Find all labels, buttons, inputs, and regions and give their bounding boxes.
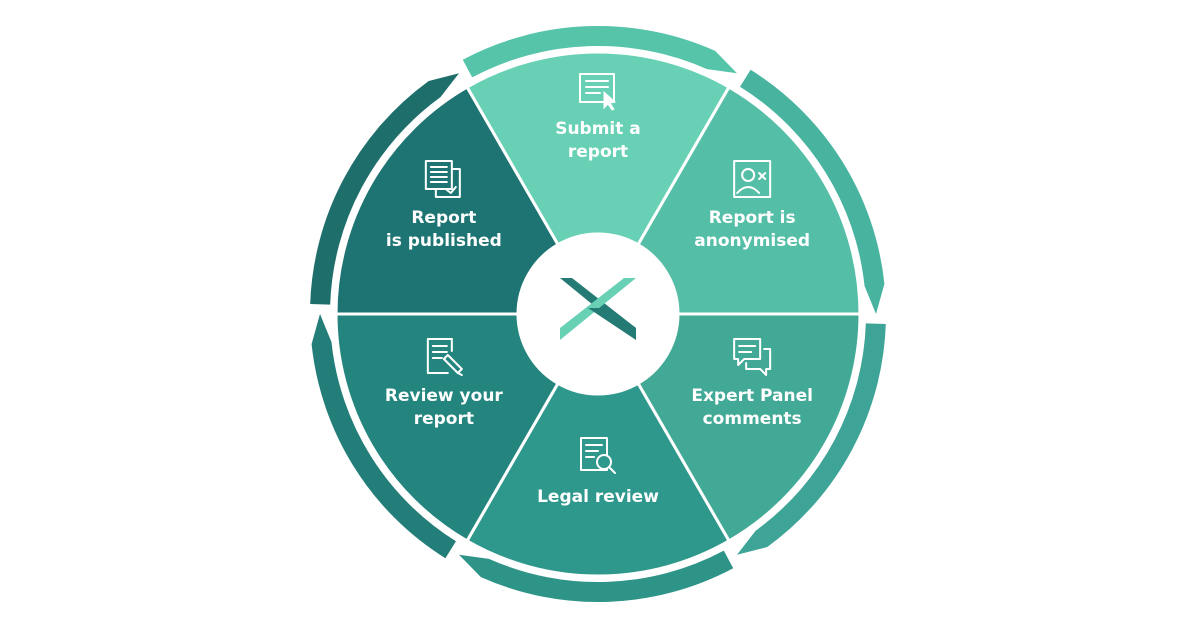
- segment-label: comments: [703, 409, 802, 429]
- segment-label: report: [414, 409, 474, 429]
- segment-wedge: [635, 312, 862, 543]
- segment-label: report: [568, 142, 628, 162]
- segment-label: Review your: [385, 386, 504, 406]
- segment-label: Submit a: [555, 119, 641, 139]
- segment-published: Report is published: [334, 85, 561, 316]
- segment-submit: Submit a report: [464, 50, 732, 247]
- segment-anonymised: Report is anonymised: [635, 85, 862, 316]
- document-edit-icon: [426, 338, 463, 376]
- form-cursor-icon: [579, 73, 617, 111]
- center-hub: [520, 236, 676, 392]
- chat-bubbles-icon: [733, 338, 772, 376]
- segment-review: Review your report: [334, 312, 561, 543]
- segment-label: is published: [386, 231, 502, 251]
- segment-expert: Expert Panel comments: [635, 312, 862, 543]
- segment-label: Expert Panel: [691, 386, 813, 406]
- ring-arrow-segment: [737, 323, 886, 555]
- segment-label: anonymised: [694, 231, 810, 251]
- ring-arrow-segment: [310, 73, 459, 305]
- outer-ring: [310, 25, 886, 602]
- anonymous-user-icon: [733, 160, 772, 198]
- ring-arrow-segment: [462, 25, 737, 78]
- segment-label: Legal review: [537, 487, 659, 507]
- ring-arrow-segment: [740, 69, 885, 314]
- segment-wedge: [464, 50, 732, 247]
- segment-wedge: [334, 85, 561, 316]
- segment-label: Report: [411, 208, 476, 228]
- documents-check-icon: [424, 160, 461, 198]
- ring-arrow-segment: [311, 314, 456, 559]
- document-search-icon: [580, 437, 616, 474]
- segment-legal: Legal review: [464, 381, 732, 578]
- segment-wedge: [334, 312, 561, 543]
- segment-wedge: [635, 85, 862, 316]
- segment-label: Report is: [709, 208, 796, 228]
- segment-wedge: [464, 381, 732, 578]
- ring-arrow-segment: [459, 550, 734, 602]
- x-logo-icon: [560, 278, 636, 340]
